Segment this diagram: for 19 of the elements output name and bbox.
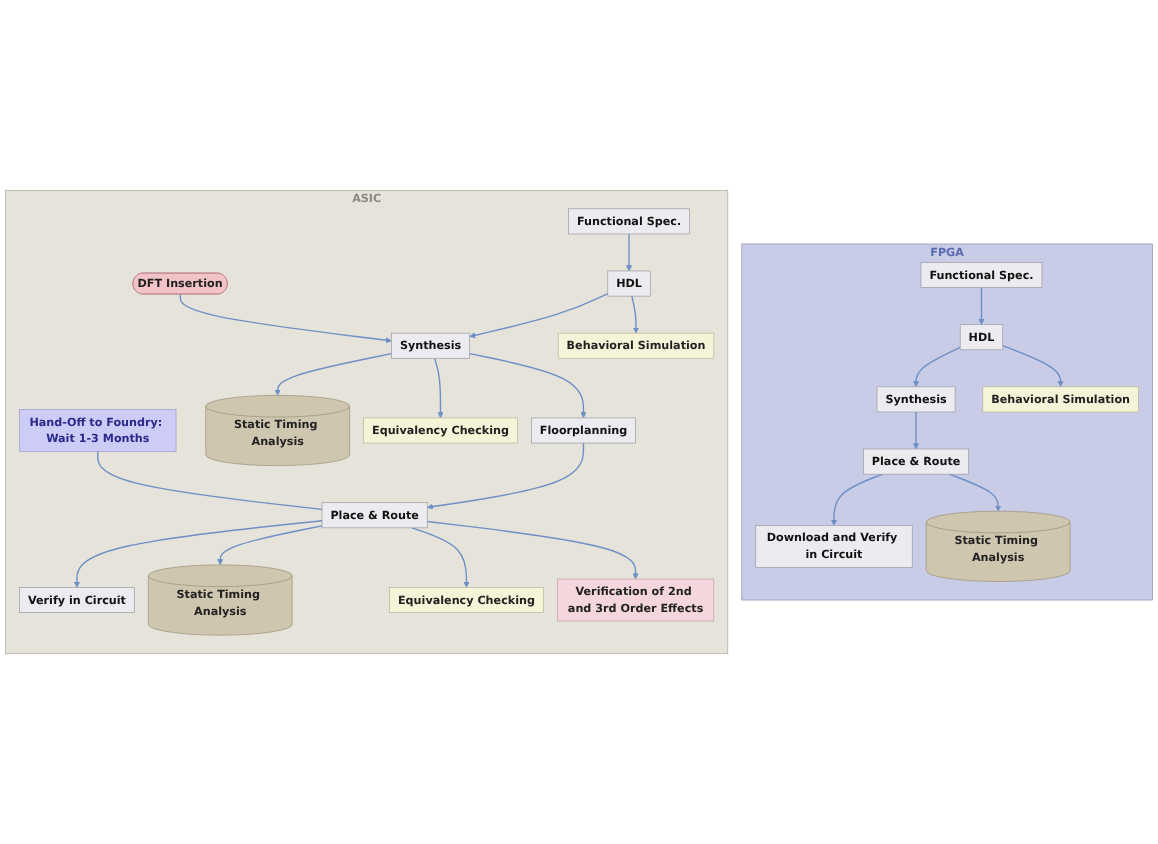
arrow xyxy=(913,411,920,450)
arrow xyxy=(625,233,633,272)
arrow xyxy=(948,473,1002,512)
arrow xyxy=(73,520,323,588)
arrow xyxy=(469,292,609,339)
arrow xyxy=(274,352,393,396)
arrow xyxy=(426,520,639,580)
arrow xyxy=(433,357,444,419)
connector xyxy=(97,450,323,511)
arrow xyxy=(631,295,640,334)
arrow xyxy=(830,473,884,526)
arrow xyxy=(411,527,470,588)
arrow xyxy=(426,442,585,510)
arrow xyxy=(978,286,985,325)
arrow xyxy=(468,352,587,419)
arrow xyxy=(1002,344,1064,388)
arrow xyxy=(179,293,392,344)
arrow xyxy=(913,346,961,388)
arrow xyxy=(217,525,323,566)
